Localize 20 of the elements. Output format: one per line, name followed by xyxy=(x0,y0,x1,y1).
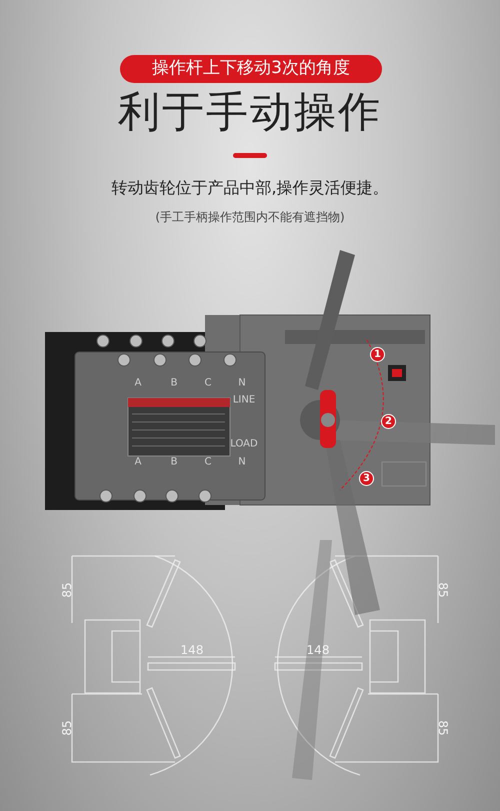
terminal-label: LINE xyxy=(232,394,256,406)
dimension-label: 85 xyxy=(435,720,449,736)
note-text: (手工手柄操作范围内不能有遮挡物) xyxy=(155,211,345,225)
terminal-label: B xyxy=(170,456,178,468)
dimension-label: 85 xyxy=(61,720,75,736)
headline-banner: 操作杆上下移动3次的角度 xyxy=(120,55,382,83)
title: 利于手动操作 xyxy=(117,88,383,136)
terminal-label: LOAD xyxy=(230,438,258,450)
dimension-label: 148 xyxy=(306,644,330,658)
subtitle: 转动齿轮位于产品中部,操作灵活便捷。 xyxy=(111,178,389,198)
terminal-label: C xyxy=(204,456,212,468)
terminal-label: B xyxy=(170,377,178,389)
dimension-label: 148 xyxy=(180,644,204,658)
terminal-label: A xyxy=(134,377,142,389)
dimension-label: 85 xyxy=(61,582,75,598)
terminal-label: A xyxy=(134,456,142,468)
terminal-label: N xyxy=(238,377,246,389)
terminal-label: N xyxy=(238,456,246,468)
terminal-label: C xyxy=(204,377,212,389)
dimension-label: 85 xyxy=(435,582,449,598)
